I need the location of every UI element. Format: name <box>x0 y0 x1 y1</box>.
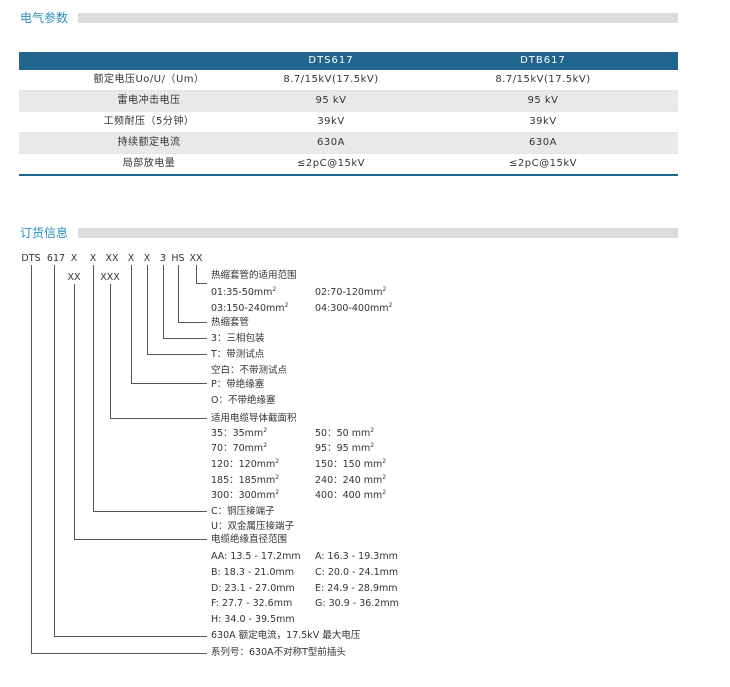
spec-value-dtb: 630A <box>529 137 557 148</box>
cable-section-item: 400：400 mm2 <box>315 489 387 502</box>
section-divider-bar <box>78 228 678 238</box>
label-bimetal-terminal: U：双金属压接端子 <box>211 521 294 532</box>
leader-line <box>178 265 179 322</box>
cable-section-item: 95：95 mm2 <box>315 442 375 455</box>
leader-line <box>163 338 207 339</box>
leader-line <box>131 383 207 384</box>
sleeve-range-item: 04:300-400mm2 <box>315 302 393 315</box>
leader-line <box>147 265 148 354</box>
spec-param: 额定电压Uo/U/（Um） <box>93 74 205 85</box>
label-sleeve-range: 热缩套管的适用范围 <box>211 270 297 281</box>
label-rating: 630A 额定电流，17.5kV 最大电压 <box>211 630 361 641</box>
label-without-plug: O：不带绝缘塞 <box>211 395 276 406</box>
spec-value-dtb: 95 kV <box>527 95 559 106</box>
code-x1: X <box>70 253 78 264</box>
leader-line <box>163 265 164 338</box>
spec-value-dts: 630A <box>317 137 345 148</box>
label-series: 系列号：630A不对称T型前插头 <box>211 647 346 658</box>
table-row: 持续额定电流 630A 630A <box>19 133 678 154</box>
code-test-point: X <box>143 253 151 264</box>
section-title-electrical: 电气参数 <box>20 11 69 25</box>
diameter-item: C: 20.0 - 24.1mm <box>315 567 399 578</box>
section-title-ordering: 订货信息 <box>20 226 69 240</box>
sleeve-range-item: 03:150-240mm2 <box>211 302 289 315</box>
leader-line <box>110 284 111 418</box>
label-insulation-diameter: 电缆绝缘直径范围 <box>211 534 288 545</box>
cable-section-item: 240：240 mm2 <box>315 474 387 487</box>
label-sleeve: 热缩套管 <box>211 317 250 328</box>
code-hs: HS <box>171 253 185 264</box>
spec-value-dtb: ≤2pC@15kV <box>509 158 577 169</box>
cable-section-item: 120：120mm2 <box>211 458 280 471</box>
diameter-item: G: 30.9 - 36.2mm <box>315 598 399 609</box>
code-series: DTS <box>21 253 41 264</box>
cable-section-item: 150：150 mm2 <box>315 458 387 471</box>
table-row: 雷电冲击电压 95 kV 95 kV <box>19 91 678 112</box>
diameter-item: F: 27.7 - 32.6mm <box>211 598 293 609</box>
spec-param: 局部放电量 <box>122 158 176 169</box>
leader-line <box>31 653 207 654</box>
cable-section-item: 35：35mm2 <box>211 427 268 440</box>
sleeve-range-item: 02:70-120mm2 <box>315 286 387 299</box>
leader-line <box>74 284 75 539</box>
spec-header-dtb617: DTB617 <box>520 55 566 66</box>
label-test-point: T：带测试点 <box>211 349 265 360</box>
leader-line <box>110 418 207 419</box>
leader-line <box>178 322 207 323</box>
code-insulation-diameter: XX <box>67 272 81 283</box>
label-with-plug: P：带绝缘塞 <box>211 379 265 390</box>
leader-line <box>31 265 32 653</box>
leader-line <box>54 636 207 637</box>
spec-value-dts: ≤2pC@15kV <box>297 158 365 169</box>
cable-section-item: 50：50 mm2 <box>315 427 375 440</box>
diameter-item: E: 24.9 - 28.9mm <box>315 583 398 594</box>
leader-line <box>54 265 55 636</box>
spec-value-dts: 95 kV <box>315 95 347 106</box>
label-three-phase: 3：三相包装 <box>211 333 265 344</box>
section-divider-bar <box>78 13 678 23</box>
spec-param: 持续额定电流 <box>117 137 181 148</box>
diameter-item: B: 18.3 - 21.0mm <box>211 567 295 578</box>
spec-header-dts617: DTS617 <box>308 55 354 66</box>
code-xx: XX <box>105 253 119 264</box>
code-rating: 617 <box>46 253 66 264</box>
table-row: 额定电压Uo/U/（Um） 8.7/15kV(17.5kV) 8.7/15kV(… <box>19 70 678 91</box>
leader-line <box>196 283 207 284</box>
spec-value-dtb: 39kV <box>529 116 557 127</box>
diameter-item: A: 16.3 - 19.3mm <box>315 551 398 562</box>
code-terminal: X <box>89 253 97 264</box>
leader-line <box>74 539 207 540</box>
leader-line <box>131 265 132 383</box>
code-sleeve-range: XX <box>189 253 203 264</box>
code-plug: X <box>127 253 135 264</box>
code-cable-section: XXX <box>100 272 120 283</box>
spec-table: DTS617 DTB617 额定电压Uo/U/（Um） 8.7/15kV(17.… <box>19 52 678 176</box>
spec-value-dts: 39kV <box>317 116 345 127</box>
leader-line <box>93 511 207 512</box>
code-three-phase: 3 <box>159 253 167 264</box>
spec-param: 工频耐压（5分钟） <box>103 116 195 127</box>
table-row: 局部放电量 ≤2pC@15kV ≤2pC@15kV <box>19 154 678 176</box>
leader-line <box>147 354 207 355</box>
sleeve-range-item: 01:35-50mm2 <box>211 286 277 299</box>
label-no-test-point: 空白：不带测试点 <box>211 365 288 376</box>
table-row: 工频耐压（5分钟） 39kV 39kV <box>19 112 678 133</box>
label-cable-section: 适用电缆导体截面积 <box>211 413 297 424</box>
spec-value-dtb: 8.7/15kV(17.5kV) <box>495 74 591 85</box>
spec-value-dts: 8.7/15kV(17.5kV) <box>283 74 379 85</box>
spec-table-header: DTS617 DTB617 <box>19 52 678 70</box>
diameter-item: D: 23.1 - 27.0mm <box>211 583 295 594</box>
label-copper-terminal: C：铜压接端子 <box>211 506 275 517</box>
spec-param: 雷电冲击电压 <box>117 95 181 106</box>
diameter-item: H: 34.0 - 39.5mm <box>211 614 295 625</box>
cable-section-item: 70：70mm2 <box>211 442 268 455</box>
leader-line <box>196 265 197 283</box>
cable-section-item: 185：185mm2 <box>211 474 280 487</box>
leader-line <box>93 265 94 511</box>
diameter-item: AA: 13.5 - 17.2mm <box>211 551 301 562</box>
cable-section-item: 300：300mm2 <box>211 489 280 502</box>
